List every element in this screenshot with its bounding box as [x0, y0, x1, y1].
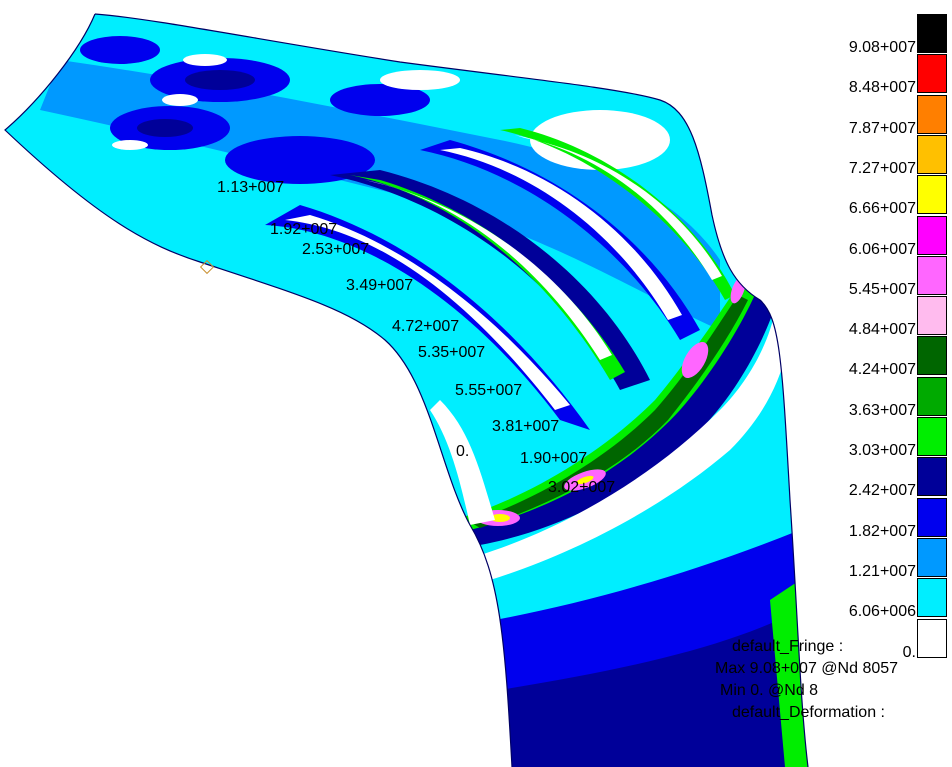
legend-value-label: 6.06+007	[848, 240, 916, 258]
legend-color-swatch	[917, 457, 947, 497]
legend-value-label: 0.	[902, 643, 916, 661]
legend-value-label: 2.42+007	[848, 482, 916, 500]
annotation-label: 3.81+007	[492, 418, 560, 435]
legend-color-swatch	[917, 255, 947, 295]
legend-value-label: 1.21+007	[848, 562, 916, 580]
legend-color-swatch	[917, 296, 947, 336]
legend-value-label: 8.48+007	[848, 79, 916, 97]
legend-value-label: 1.82+007	[848, 522, 916, 540]
legend-value-label: 6.66+007	[848, 200, 916, 218]
legend-value-label: 7.27+007	[848, 159, 916, 177]
annotation-label: 1.92+007	[270, 221, 338, 238]
legend-color-swatch	[917, 497, 947, 537]
annotation-label: 3.02+007	[548, 479, 616, 496]
legend-color-swatch	[917, 215, 947, 255]
annotation-label: 5.35+007	[418, 344, 486, 361]
legend-value-label: 7.87+007	[848, 119, 916, 137]
legend-value-label: 9.08+007	[848, 39, 916, 56]
legend-color-swatch	[917, 578, 947, 618]
fringe-title: default_Fringe :	[732, 638, 844, 655]
fringe-info-panel: default_Fringe : Max 9.08+007 @Nd 8057 M…	[715, 636, 951, 724]
legend-value-label: 6.06+006	[848, 603, 916, 621]
deformation-title: default_Deformation :	[732, 704, 885, 721]
legend-color-swatch	[917, 537, 947, 577]
annotation-label: 5.55+007	[455, 382, 523, 399]
legend-value-label: 3.03+007	[848, 442, 916, 459]
legend-value-label: 4.84+007	[848, 321, 916, 339]
legend-color-swatch	[917, 618, 947, 658]
legend-color-swatch	[917, 14, 947, 53]
legend-value-label: 5.45+007	[848, 280, 916, 298]
legend-color-swatch	[917, 54, 947, 94]
legend-color-swatch	[917, 417, 947, 456]
legend-color-swatch	[917, 336, 947, 376]
annotation-label: 4.72+007	[392, 318, 460, 335]
fringe-min: Min 0. @Nd 8	[720, 682, 819, 699]
annotation-label: 2.53+007	[302, 241, 370, 258]
annotation-label: 1.13+007	[217, 179, 285, 196]
legend-value-label: 3.63+007	[848, 401, 916, 419]
fringe-legend: 9.08+007 8.48+007 7.87+007 7.27+007 6.66+007…	[812, 14, 952, 661]
legend-color-swatch	[917, 94, 947, 134]
part-outline	[4, 13, 809, 767]
annotation-label: 0.	[456, 443, 470, 460]
legend-value-label: 4.24+007	[848, 361, 916, 379]
legend-color-swatch	[917, 134, 947, 174]
legend-color-swatch	[917, 376, 947, 416]
annotation-label: 3.49+007	[346, 277, 414, 294]
legend-color-swatch	[917, 175, 947, 215]
fringe-max: Max 9.08+007 @Nd 8057	[715, 660, 899, 677]
annotation-label: 1.90+007	[520, 450, 588, 467]
